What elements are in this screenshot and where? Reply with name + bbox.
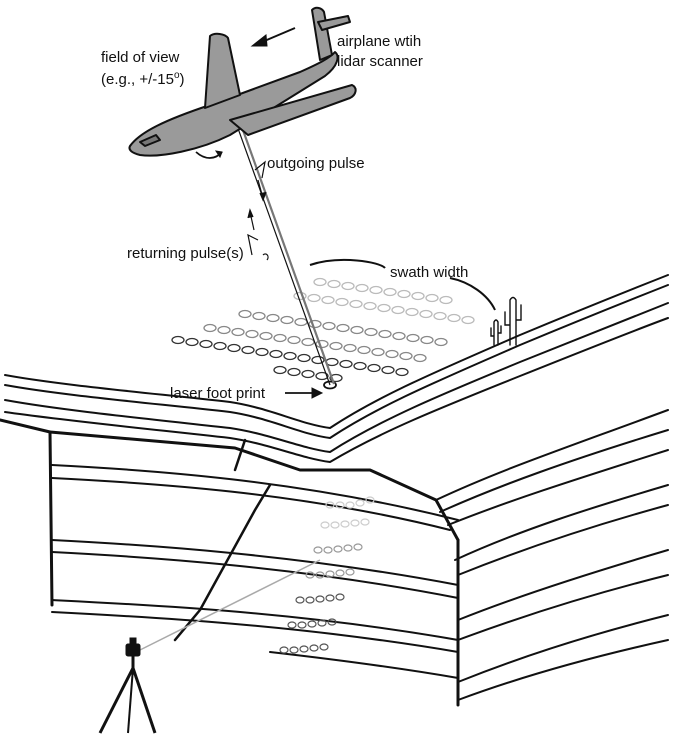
swath-width-bracket xyxy=(309,259,496,311)
cactus-icon xyxy=(490,296,522,346)
field-of-view-label-2: (e.g., +/-15o) xyxy=(101,70,185,88)
returning-pulse-label: returning pulse(s) xyxy=(127,245,244,262)
outgoing-pulse-label: outgoing pulse xyxy=(267,155,365,172)
returning-pulse-marker xyxy=(247,208,269,261)
airplane-label-1: airplane wtih xyxy=(337,33,421,50)
field-of-view-label-1: field of view xyxy=(101,49,180,66)
airplane-icon xyxy=(128,6,357,157)
fault-line xyxy=(173,438,272,642)
airplane-label-2: lidar scanner xyxy=(337,53,423,70)
terrain-block xyxy=(0,274,669,707)
laser-footprint-spot xyxy=(323,380,337,390)
tripod-scanner-icon xyxy=(98,637,157,734)
direction-arrow-icon xyxy=(250,27,296,47)
terrestrial-beam xyxy=(139,559,321,651)
terrestrial-scan-pattern xyxy=(279,496,375,654)
outgoing-pulse-marker xyxy=(254,160,267,202)
laser-foot-print-label: laser foot print xyxy=(170,385,266,402)
lidar-beam xyxy=(234,118,336,386)
laser-footprint-grid xyxy=(171,277,475,390)
footprint-pointer-arrow xyxy=(285,387,324,399)
swath-width-label: swath width xyxy=(390,264,468,281)
